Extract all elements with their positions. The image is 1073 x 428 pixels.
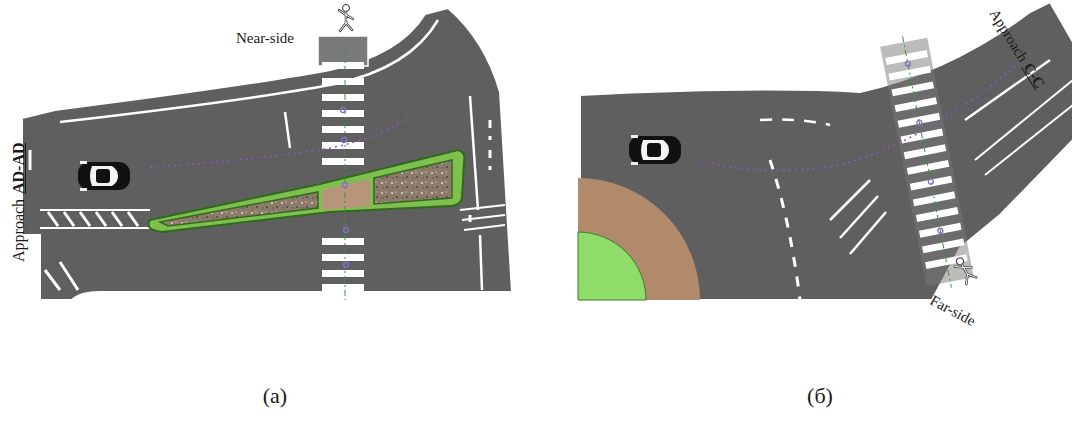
approach-id: AD-AD [10,142,28,194]
panel-letter: (б) [807,384,833,408]
crossing-side-label: Near-side [236,30,294,47]
approach-label: Approach [10,199,28,262]
crossing-side-label: Far-side [927,292,978,330]
panel-a-road [22,5,512,301]
panel-b-road [578,2,1073,316]
panel-letter: (a) [263,384,287,408]
